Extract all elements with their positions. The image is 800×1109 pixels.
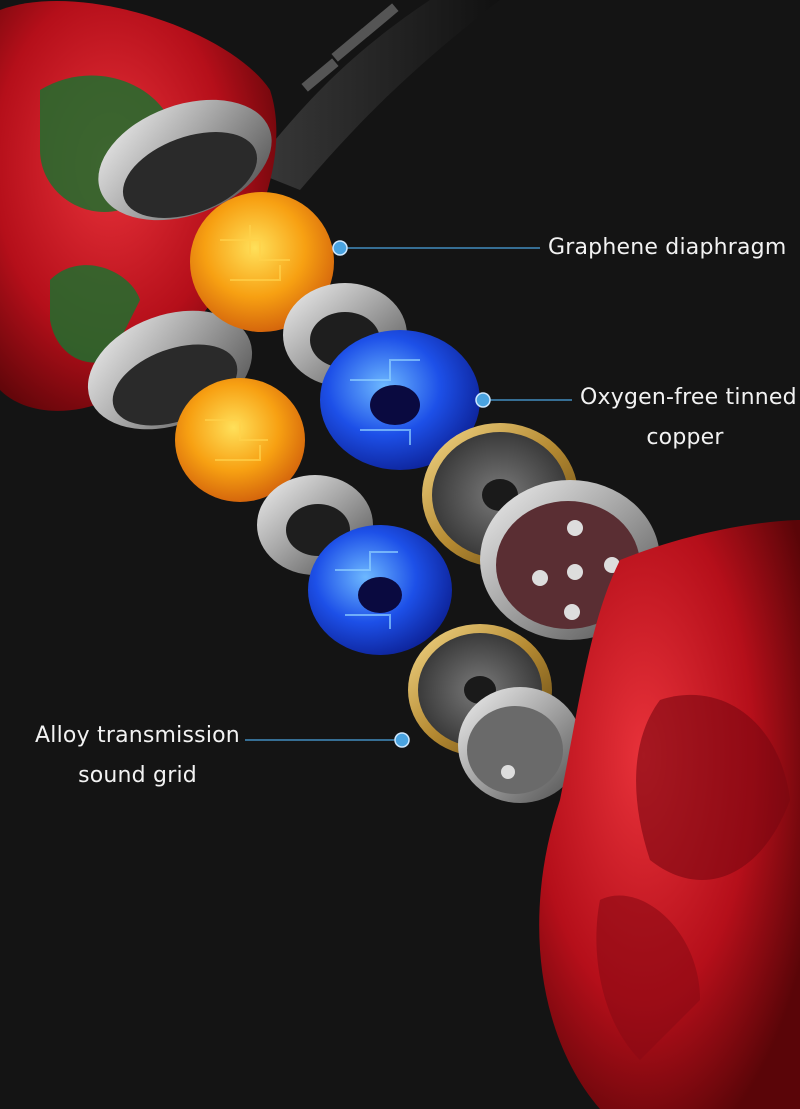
oxygen-free-label-line2: copper: [646, 425, 724, 450]
graphene-diaphragm-lower: [175, 378, 305, 502]
callout-alloy: [245, 732, 410, 748]
alloy-label-line1: Alloy transmission: [35, 723, 240, 748]
lower-red-shell: [539, 520, 800, 1109]
cable: [250, 0, 500, 190]
graphene-label: Graphene diaphragm: [548, 228, 786, 268]
copper-coil-upper: [320, 330, 480, 470]
callout-graphene: [332, 240, 540, 256]
copper-coil-lower: [308, 525, 452, 655]
oxygen-free-label: Oxygen-free tinned copper: [580, 378, 797, 458]
graphene-label-line1: Graphene diaphragm: [548, 235, 787, 260]
alloy-label: Alloy transmission sound grid: [20, 716, 255, 796]
upper-metal-ring: [98, 99, 272, 221]
callout-oxygen-free: [475, 392, 572, 408]
graphene-diaphragm-upper: [190, 192, 334, 332]
oxygen-free-label-line1: Oxygen-free tinned: [580, 385, 797, 410]
alloy-label-line2: sound grid: [78, 763, 197, 788]
metal-cap: [458, 687, 582, 803]
